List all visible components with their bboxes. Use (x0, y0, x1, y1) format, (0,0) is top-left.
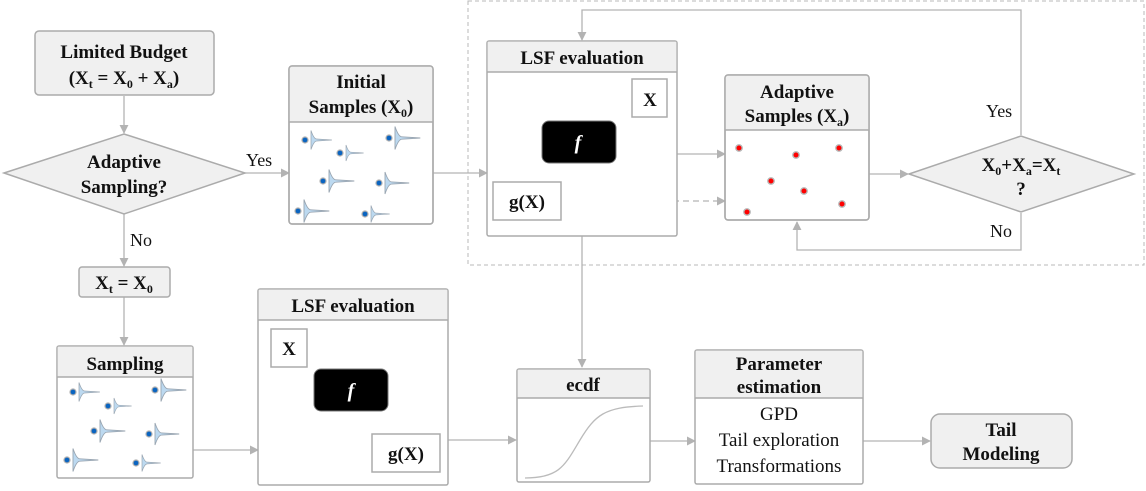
adaptive-sampling-decision: Adaptive Sampling? (1, 133, 248, 215)
no-label-loop: No (990, 221, 1012, 241)
adaptive-region (467, 0, 1145, 266)
method-transformations: Transformations (717, 456, 842, 477)
svg-text:Parameter: Parameter (736, 354, 823, 375)
sample-point (132, 459, 140, 467)
adaptive-sample-point (743, 208, 751, 216)
decision-line1: Adaptive (87, 152, 161, 173)
function-box (541, 120, 617, 164)
svg-text:Samples (Xa): Samples (Xa) (745, 106, 850, 129)
yes-label-loop: Yes (986, 101, 1012, 121)
lsf-evaluation-top: LSF evaluation X f g(X) (486, 40, 678, 237)
svg-text:Xt = X0: Xt = X0 (95, 273, 153, 296)
adaptive-sample-point (800, 187, 808, 195)
limited-budget-node: Limited Budget (Xt = X0 + Xa) (34, 30, 215, 96)
lsf-evaluation-bottom: LSF evaluation X f g(X) (257, 288, 449, 486)
ecdf-node: ecdf (516, 368, 651, 483)
adaptive-sample-point (735, 144, 743, 152)
adaptive-sample-point (835, 144, 843, 152)
sample-point (145, 430, 153, 438)
adaptive-sample-point (838, 200, 846, 208)
adaptive-sample-point (792, 151, 800, 159)
svg-text:Tail: Tail (986, 420, 1017, 441)
svg-text:Samples (X0): Samples (X0) (309, 97, 414, 120)
yes-label: Yes (246, 150, 272, 170)
no-label: No (130, 230, 152, 250)
svg-text:Modeling: Modeling (962, 444, 1040, 465)
svg-text:Adaptive: Adaptive (760, 82, 834, 103)
budget-formula: (Xt = X0 + Xa) (69, 68, 180, 91)
svg-text:X0+Xa=Xt: X0+Xa=Xt (982, 155, 1061, 178)
budget-title: Limited Budget (60, 42, 188, 63)
svg-text:Sampling: Sampling (86, 354, 164, 375)
sample-point (63, 456, 71, 464)
x-input-box (631, 78, 668, 118)
sample-point (361, 210, 369, 218)
gaussian-samples (63, 378, 187, 472)
svg-text:LSF evaluation: LSF evaluation (291, 296, 415, 317)
sample-point (301, 136, 309, 144)
parameter-estimation-node: Parameter estimation GPD Tail exploratio… (694, 349, 864, 485)
initial-samples-node: Initial Samples (X0) (288, 65, 434, 225)
sample-point (90, 427, 98, 435)
x-input-box (270, 328, 308, 368)
method-tail-exploration: Tail exploration (719, 430, 840, 451)
svg-text:f: f (348, 380, 357, 402)
tail-modeling-node: Tail Modeling (930, 413, 1073, 469)
sample-point (69, 388, 77, 396)
svg-text:ecdf: ecdf (566, 375, 600, 396)
sample-point (385, 134, 393, 142)
sample-point (294, 207, 302, 215)
gx-output-box (371, 433, 441, 473)
svg-text:g(X): g(X) (509, 192, 545, 213)
sampling-node: Sampling (56, 345, 194, 479)
budget-check-decision: X0+Xa=Xt ? (906, 135, 1137, 213)
sample-point (319, 177, 327, 185)
svg-text:f: f (575, 132, 584, 154)
sample-point (375, 179, 383, 187)
svg-text:Initial: Initial (336, 72, 386, 93)
function-box (313, 368, 389, 412)
gx-output-box (492, 181, 562, 221)
method-gpd: GPD (760, 404, 798, 425)
svg-text:X: X (282, 339, 296, 360)
adaptive-sample-point (767, 177, 775, 185)
sample-point (151, 386, 159, 394)
xt-equals-x0-node: Xt = X0 (78, 266, 171, 298)
ecdf-curve (524, 405, 644, 479)
sample-point (336, 149, 344, 157)
adaptive-samples-node: Adaptive Samples (Xa) (724, 74, 870, 221)
sample-point (104, 402, 112, 410)
svg-text:g(X): g(X) (388, 444, 424, 465)
decision-line2: Sampling? (81, 177, 168, 198)
lsf-top-title: LSF evaluation (520, 48, 644, 69)
svg-text:?: ? (1016, 179, 1026, 200)
svg-text:estimation: estimation (737, 377, 822, 398)
adaptive-sample-points (735, 144, 846, 216)
gaussian-samples (294, 126, 421, 223)
svg-text:X: X (643, 90, 657, 111)
